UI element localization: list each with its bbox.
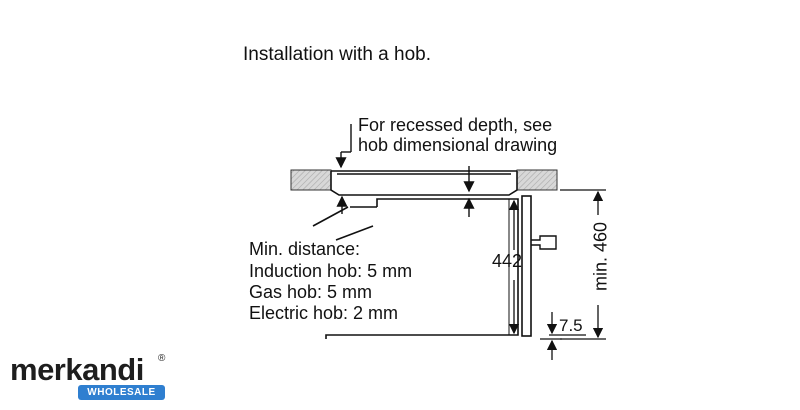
note-gas: Gas hob: 5 mm: [249, 282, 373, 302]
note-heading: Min. distance:: [249, 239, 361, 259]
callout-line-2: hob dimensional drawing: [358, 135, 558, 155]
dimension-460-line: [560, 189, 606, 340]
dimension-460-label: min. 460: [590, 221, 611, 292]
worktop-right: [516, 169, 558, 191]
callout-line-1: For recessed depth, see: [358, 115, 553, 135]
note-leader-2: [335, 225, 374, 241]
wholesale-badge: WHOLESALE: [78, 385, 165, 400]
worktop-left: [290, 169, 332, 191]
oven-outline: [325, 195, 557, 339]
dimension-7-5-label: 7.5: [559, 316, 583, 335]
diagram-title: Installation with a hob.: [243, 44, 432, 65]
note-electric: Electric hob: 2 mm: [249, 303, 399, 323]
dimension-7-5-line: [540, 312, 586, 360]
hob-outline: [330, 170, 518, 196]
callout-pointer: [335, 124, 352, 169]
dimension-442-label: 442: [492, 251, 523, 271]
note-leader: [312, 206, 349, 227]
min-distance-arrows: [336, 166, 475, 217]
note-induction: Induction hob: 5 mm: [249, 261, 413, 281]
brand-name: merkandi: [10, 352, 144, 387]
registered-mark: ®: [158, 353, 166, 364]
